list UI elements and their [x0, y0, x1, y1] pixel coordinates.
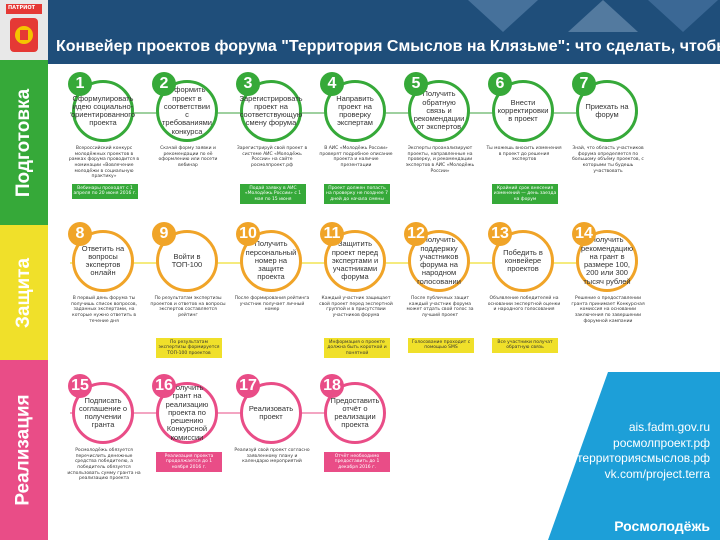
step-title: Направить проект на проверку экспертам [336, 93, 374, 128]
contact-links: ais.fadm.gov.ru росмолпроект.рф территор… [577, 420, 710, 482]
step-number: 12 [404, 222, 428, 246]
step-desc: Каждый участник защищает свой проект пер… [319, 296, 393, 318]
step-number: 11 [320, 222, 344, 246]
step-title: Получить обратную связь и рекомендации о… [413, 89, 465, 132]
step-number: 4 [320, 72, 344, 96]
step-title: Защитить проект перед экспертами и участ… [331, 239, 379, 282]
step-desc: После публичных защит каждый участник фо… [406, 296, 474, 318]
step-number: 14 [572, 222, 596, 246]
step-note: Голосование проходит с помощью SMS [408, 338, 474, 353]
step-desc: Реализуй свой проект согласно заявленном… [234, 448, 310, 465]
decor-triangles-icon [568, 0, 638, 32]
step-number: 2 [152, 72, 176, 96]
step-desc: Объявление победителей на основании эксп… [487, 296, 561, 313]
section-implementation: Реализация [0, 360, 48, 540]
logo: ПАТРИОТ [0, 0, 48, 60]
step-title: Получить рекомендацию на грант в размере… [581, 235, 634, 286]
step-number: 15 [68, 374, 92, 398]
emblem-icon [6, 4, 42, 52]
step-note: Проект должен попасть на проверку не поз… [324, 184, 390, 205]
page-title: Конвейер проектов форума "Территория Смы… [56, 38, 720, 55]
step-number: 10 [236, 222, 260, 246]
step-note: Информация о проекте должна быть коротко… [324, 338, 390, 359]
step-note: Вебинары проходят с 1 апреля по 20 июня … [72, 184, 138, 199]
step-desc: Решение о предоставлении гранта принимае… [571, 296, 645, 324]
step-number: 9 [152, 222, 176, 246]
section-defense: Защита [0, 225, 48, 360]
header: Конвейер проектов форума "Территория Смы… [48, 0, 720, 64]
brand-logo: Росмолодёжь [614, 518, 710, 534]
contacts-background [548, 372, 720, 540]
step-note: Реализация проекта продолжается до 1 ноя… [156, 452, 222, 473]
step-circle: Получить обратную связь и рекомендации о… [408, 80, 470, 142]
sidebar: ПАТРИОТ Подготовка Защита Реализация [0, 0, 48, 540]
step-number: 1 [68, 72, 92, 96]
step-desc: Всероссийский конкурс молодёжных проекто… [68, 146, 140, 180]
step-number: 3 [236, 72, 260, 96]
connector-row3 [70, 412, 380, 414]
step-title: Войти в ТОП-100 [171, 251, 203, 269]
link-territoriya-smyslov[interactable]: территориясмыслов.рф [577, 451, 710, 466]
step-note: Все участники получат обратную связь [492, 338, 558, 353]
step-number: 13 [488, 222, 512, 246]
step-desc: Ты можешь вносить изменения в проект до … [486, 146, 562, 163]
step-title: Зарегистрировать проект на соответствующ… [239, 93, 303, 128]
step-desc: По результатам экспертизы проектов и отв… [150, 296, 226, 318]
logo-text: ПАТРИОТ [8, 5, 35, 11]
step-number: 18 [320, 374, 344, 398]
link-vk[interactable]: vk.com/project.terra [604, 466, 710, 481]
step-title: Подписать соглашение о получении гранта [78, 395, 128, 430]
contacts-panel: ais.fadm.gov.ru росмолпроект.рф территор… [548, 372, 720, 540]
step-desc: Росмолодёжь обязуется перечислить денежн… [67, 448, 141, 482]
step-title: Оформить проект в соответствии с требова… [162, 85, 212, 136]
step-desc: Зарегистрируй свой проект в системе АИС … [236, 146, 308, 168]
step-title: Сформулировать идею социально-ориентиров… [70, 93, 136, 128]
step-circle: Защитить проект перед экспертами и участ… [324, 230, 386, 292]
step-number: 7 [572, 72, 596, 96]
step-circle: Получить персональный номер на защите пр… [240, 230, 302, 292]
step-note: Подай заявку в АИС «Молодёжь России» с 1… [240, 184, 306, 205]
step-title: Получить поддержку участников форума на … [417, 235, 461, 286]
step-note: Отчёт необходимо предоставить до 1 декаб… [324, 452, 390, 473]
step-title: Реализовать проект [248, 403, 294, 421]
step-title: Приехать на форум [585, 101, 629, 119]
step-desc: В первый день форума ты получишь список … [70, 296, 137, 324]
step-title: Внести корректировки в проект [497, 97, 549, 124]
step-desc: В АИС «Молодёжь России» проверят подробн… [319, 146, 393, 168]
step-number: 5 [404, 72, 428, 96]
section-preparation: Подготовка [0, 60, 48, 225]
decor-triangles-icon [648, 0, 718, 32]
step-title: Победить в конвейере проектов [503, 247, 543, 274]
step-note: По результатам экспертизы формируется ТО… [156, 338, 222, 359]
step-number: 8 [68, 222, 92, 246]
step-circle: Получить поддержку участников форума на … [408, 230, 470, 292]
step-desc: Скачай форму заявки и рекомендации по её… [158, 146, 218, 168]
step-number: 17 [236, 374, 260, 398]
step-note: Крайний срок внесения изменений — день з… [492, 184, 558, 205]
step-number: 6 [488, 72, 512, 96]
step-title: Предоставить отчёт о реализации проекта [330, 395, 380, 430]
link-rosmolproekt[interactable]: росмолпроект.рф [613, 435, 710, 450]
step-number: 16 [152, 374, 176, 398]
step-desc: Знай, что область участников форума опре… [572, 146, 644, 174]
link-ais[interactable]: ais.fadm.gov.ru [628, 420, 710, 434]
step-desc: После формирования рейтинга участник пол… [234, 296, 310, 313]
step-desc: Эксперты проанализируют проекты, направл… [405, 146, 475, 174]
step-title: Получить персональный номер на защите пр… [245, 239, 297, 282]
step-title: Ответить на вопросы экспертов онлайн [81, 243, 125, 278]
step-title: Получить грант на реализацию проекта по … [165, 383, 209, 442]
decor-triangles-icon [468, 0, 538, 32]
